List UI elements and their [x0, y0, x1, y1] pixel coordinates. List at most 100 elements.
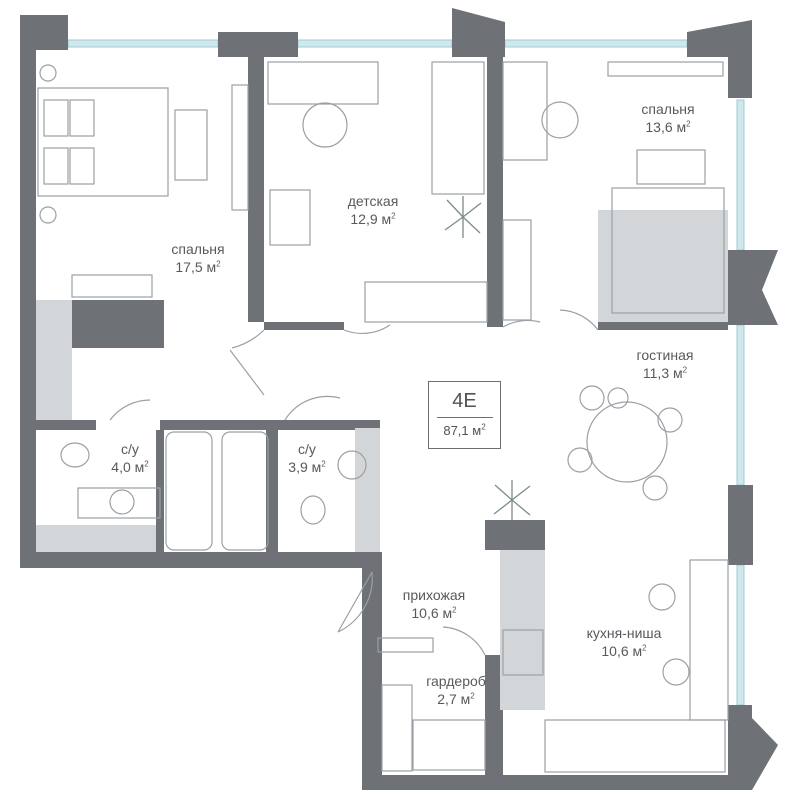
kids-desk — [267, 61, 379, 105]
kitchen-stove — [502, 629, 544, 676]
room-area: 10,6 м — [601, 643, 643, 659]
dining-chair-5 — [607, 387, 629, 409]
plant-living — [493, 480, 531, 520]
desk-left — [71, 274, 153, 298]
room-area: 11,3 м — [642, 365, 683, 381]
wall-bottom — [362, 775, 752, 790]
room-label-bathroom-2: с/у 3,9 м2 — [288, 441, 326, 475]
sink-1 — [109, 489, 135, 515]
wall-kids-right — [487, 57, 503, 327]
kitchen-counter-side — [689, 559, 729, 721]
window-right-lower — [736, 564, 745, 706]
dining-chair-3 — [567, 447, 593, 473]
wall-pillar-right-2 — [728, 485, 753, 565]
furniture — [37, 61, 729, 773]
wall-kids-bottom — [264, 322, 344, 330]
room-area: 3,9 м — [288, 459, 322, 475]
kids-chair — [302, 102, 348, 148]
wall-bath-top2 — [160, 420, 380, 430]
wall-bottom-left — [20, 552, 382, 568]
bed-left-rug — [174, 109, 208, 181]
wall-hall-wardrobe — [485, 655, 503, 775]
room-label-bathroom-1: с/у 4,0 м2 — [111, 441, 149, 475]
nightstand-left-2 — [39, 206, 57, 224]
room-area: 17,5 м — [175, 259, 217, 275]
wall-pillar-top-1 — [218, 32, 298, 57]
badge-divider — [436, 417, 493, 418]
bath-bottom-strip — [36, 525, 156, 552]
room-area: 4,0 м — [111, 459, 145, 475]
kids-bed — [431, 61, 485, 195]
room-label-bedroom-left: спальня 17,5 м2 — [171, 241, 225, 275]
wall-kitchen-col — [485, 520, 545, 550]
door-leaf-1 — [229, 349, 265, 396]
room-area: 12,9 м — [350, 211, 392, 227]
dining-chair-2 — [657, 407, 683, 433]
room-name: спальня — [641, 101, 695, 117]
bed-left-pillow-4 — [69, 147, 95, 185]
bathtub-2 — [221, 431, 269, 551]
room-area: 10,6 м — [411, 605, 453, 621]
dining-table — [586, 401, 668, 483]
door-swing-5 — [109, 399, 151, 421]
door-swing-6 — [284, 395, 341, 421]
outer-walls — [20, 8, 778, 790]
room-name: детская — [347, 193, 399, 209]
room-name: гардероб — [426, 673, 486, 689]
room-label-bedroom-right: спальня 13,6 м2 — [641, 101, 695, 135]
wall-bath-top — [36, 420, 96, 430]
wall-kids-left — [248, 57, 264, 322]
kids-wardrobe-2 — [502, 219, 532, 321]
door-swing-4 — [559, 309, 599, 331]
room-name: с/у — [121, 441, 139, 457]
room-label-hallway: прихожая 10,6 м2 — [402, 587, 466, 621]
bath-right-col — [355, 428, 380, 552]
wardrobe-closet — [412, 719, 486, 771]
dresser-left — [231, 84, 249, 211]
kitchen-counter — [544, 719, 726, 773]
room-label-kids-room: детская 12,9 м2 — [347, 193, 399, 227]
plant-kids — [444, 196, 482, 238]
wall-pillar-top-3 — [687, 20, 752, 98]
toilet-2 — [300, 495, 326, 525]
wardrobe-strip — [36, 300, 72, 420]
window-right-mid — [736, 324, 745, 486]
kids-shelf — [269, 189, 311, 246]
room-name: с/у — [298, 441, 316, 457]
wall-pillar-right-1 — [728, 250, 778, 325]
bench-right — [607, 61, 724, 77]
wall-bottom-hall — [362, 568, 382, 790]
room-name: спальня — [171, 241, 225, 257]
nightstand-left-1 — [39, 64, 57, 82]
room-name: прихожая — [402, 587, 466, 603]
bed-left — [37, 87, 169, 197]
room-name: гостиная — [636, 347, 694, 363]
bed-left-pillow-3 — [69, 99, 95, 137]
sink-2 — [337, 450, 367, 480]
room-area: 13,6 м — [645, 119, 687, 135]
apartment-badge: 4Е 87,1 м2 — [428, 381, 501, 449]
hall-bench — [377, 637, 434, 653]
room-label-wardrobe: гардероб 2,7 м2 — [426, 673, 486, 707]
dining-chair-4 — [642, 475, 668, 501]
apartment-total-area: 87,1 м — [443, 423, 482, 438]
apartment-code: 4Е — [452, 390, 477, 412]
window-top-right — [504, 39, 688, 48]
door-swing-7 — [337, 571, 373, 633]
door-swing-3 — [502, 319, 541, 328]
room-label-kitchen-niche: кухня-ниша 10,6 м2 — [586, 625, 662, 659]
bedroom-right-col — [598, 210, 728, 322]
kids-desk-2 — [502, 61, 548, 161]
door-swing-8 — [442, 626, 486, 656]
toilet-1 — [60, 442, 90, 468]
plants — [444, 196, 531, 520]
window-top-mid — [297, 39, 453, 48]
wall-pillar-right-3 — [728, 705, 778, 790]
door-swing-2 — [343, 324, 391, 334]
dining-chair-1 — [579, 385, 605, 411]
window-right-upper — [736, 99, 745, 251]
wall-bath-divider — [266, 430, 278, 552]
room-name: кухня-ниша — [586, 625, 662, 641]
wall-pillar-top-2 — [452, 8, 505, 57]
